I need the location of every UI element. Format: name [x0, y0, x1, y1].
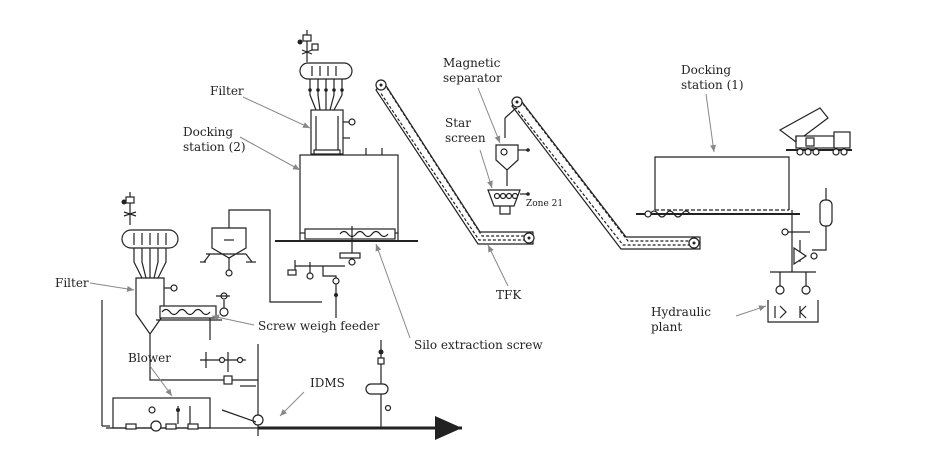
- label-filter-top: Filter: [210, 84, 244, 98]
- label-screw-weigh-feeder: Screw weigh feeder: [258, 319, 380, 333]
- left-filter-assembly: [121, 192, 179, 342]
- label-idms: IDMS: [310, 376, 345, 390]
- label-silo-extraction-screw: Silo extraction screw: [414, 338, 543, 352]
- top-filter-assembly: [297, 30, 356, 155]
- star-screen: [487, 189, 530, 215]
- leader-lines: [89, 87, 767, 417]
- blower-unit: [101, 300, 220, 432]
- screw-weigh-feeder: [156, 292, 230, 340]
- magnetic-separator: [495, 118, 530, 186]
- label-blower: Blower: [128, 351, 171, 365]
- conveyor-left: [375, 79, 535, 245]
- conveyor-right: [504, 96, 701, 250]
- truck: [778, 107, 852, 156]
- label-filter-left: Filter: [55, 276, 89, 290]
- buffer-tank: [200, 209, 322, 303]
- label-zone-21: Zone 21: [526, 199, 563, 209]
- idms-piping: [149, 300, 462, 440]
- silo-docking-station-2: [275, 148, 418, 300]
- hydraulic-plant: [767, 188, 833, 323]
- docking-station-1: [636, 156, 800, 218]
- label-tfk: TFK: [496, 288, 522, 302]
